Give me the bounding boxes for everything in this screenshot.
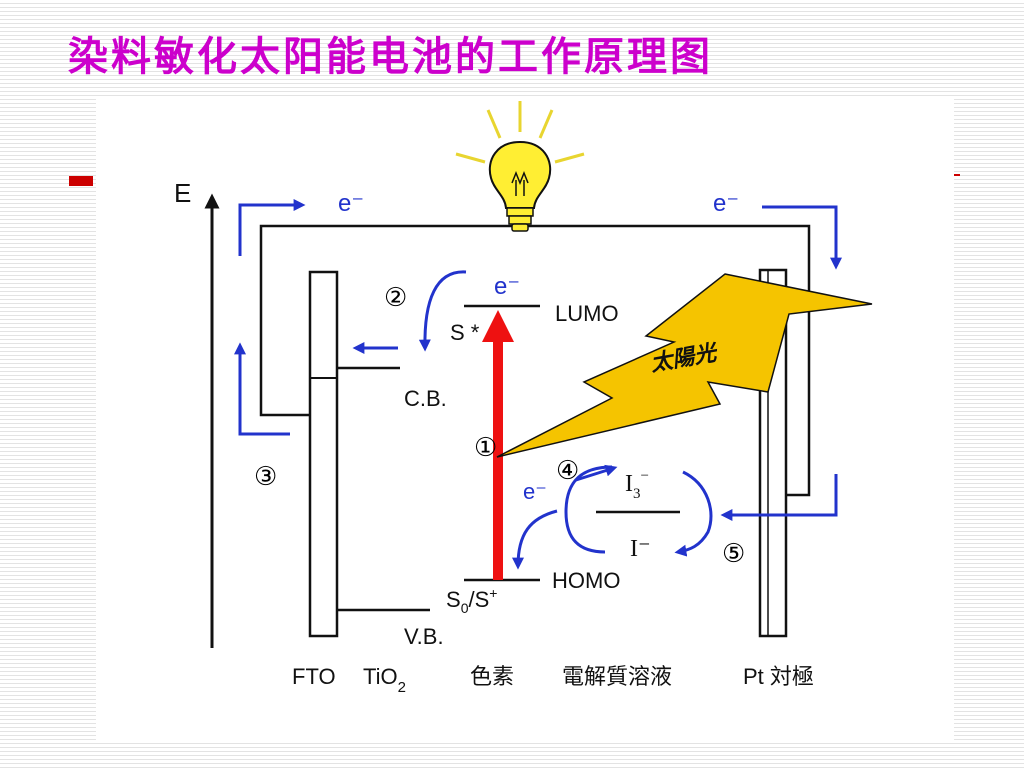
iodide-label: I⁻ xyxy=(630,536,651,562)
triiodide-label: I3− xyxy=(625,468,649,502)
light-bulb-icon xyxy=(455,101,585,232)
external-circuit-wire xyxy=(259,224,811,497)
energy-axis-label: E xyxy=(174,178,191,208)
excited-state-label: S * xyxy=(450,320,480,345)
electron-label-top-left: e⁻ xyxy=(338,190,364,217)
electron-label-top-right: e⁻ xyxy=(713,190,739,217)
tio2-label: TiO2 xyxy=(363,664,406,696)
step-3-label: ③ xyxy=(254,461,277,491)
homo-label: HOMO xyxy=(552,568,620,593)
valence-band-label: V.B. xyxy=(404,624,444,649)
rule-marker xyxy=(952,174,960,176)
fto-label: FTO xyxy=(292,664,336,689)
slide-title: 染料敏化太阳能电池的工作原理图 xyxy=(68,33,713,80)
component-labels: FTO TiO2 色素 電解質溶液 Pt 対極 xyxy=(292,664,814,696)
lumo-label: LUMO xyxy=(555,301,619,326)
step-2-label: ② xyxy=(384,282,407,312)
electron-flow-arrows xyxy=(234,199,842,570)
excitation-arrow xyxy=(482,310,514,580)
electron-label-dye: e⁻ xyxy=(523,479,547,504)
ground-state-label: S0/S+ xyxy=(446,585,497,616)
electrolyte-label: 電解質溶液 xyxy=(562,664,672,689)
dye-label: 色素 xyxy=(470,664,514,689)
step-4-label: ④ xyxy=(556,455,579,485)
step-1-label: ① xyxy=(474,432,497,462)
bullet-marker xyxy=(69,176,93,186)
pt-counter-label: Pt 対極 xyxy=(743,664,814,689)
conduction-band-label: C.B. xyxy=(404,386,447,411)
energy-axis: E xyxy=(174,178,220,648)
step-5-label: ⑤ xyxy=(722,538,745,568)
electron-label-lumo: e⁻ xyxy=(494,273,520,300)
lightning-bolt-icon: 太陽光 xyxy=(496,273,873,458)
fto-electrode xyxy=(308,270,339,638)
